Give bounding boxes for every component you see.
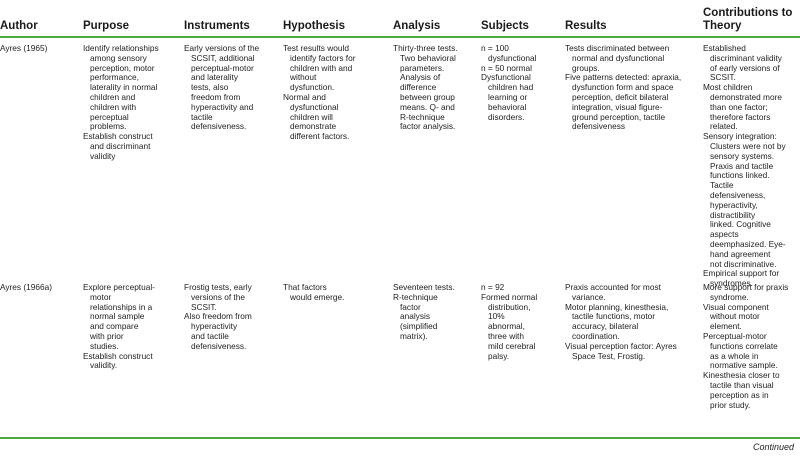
bottom-rule [0,437,800,439]
continued-label: Continued [752,442,794,452]
cell-paragraph: n = 50 normal [481,62,532,73]
header-results: Results [565,20,607,32]
header-hypothesis: Hypothesis [283,20,345,32]
header-author: Author [0,20,38,32]
cell-paragraph: Five patterns detected: apraxia,dysfunct… [565,72,682,132]
cell-text: Ayres (1966a) [0,282,52,292]
table-header-row: Author Purpose Instruments Hypothesis An… [0,0,800,36]
cell-paragraph: Motor planning, kinesthesia,tactile func… [565,301,669,341]
header-analysis: Analysis [393,20,441,32]
header-instruments: Instruments [184,20,250,32]
header-rule [0,36,800,38]
header-contributions-line2: Theory [703,20,742,32]
cell-paragraph: Seventeen tests. [393,282,455,292]
cell-paragraph: Sensory integration:Clusters were not by… [703,131,786,269]
header-subjects: Subjects [481,20,529,32]
cell-text: Ayres (1965) [0,43,48,53]
cell-paragraph: n = 92 [481,282,505,292]
header-contributions-line1: Contributions to [703,7,793,19]
cell-author: Ayres (1966a) [0,282,80,293]
header-purpose: Purpose [83,20,130,32]
cell-author: Ayres (1965) [0,43,80,54]
